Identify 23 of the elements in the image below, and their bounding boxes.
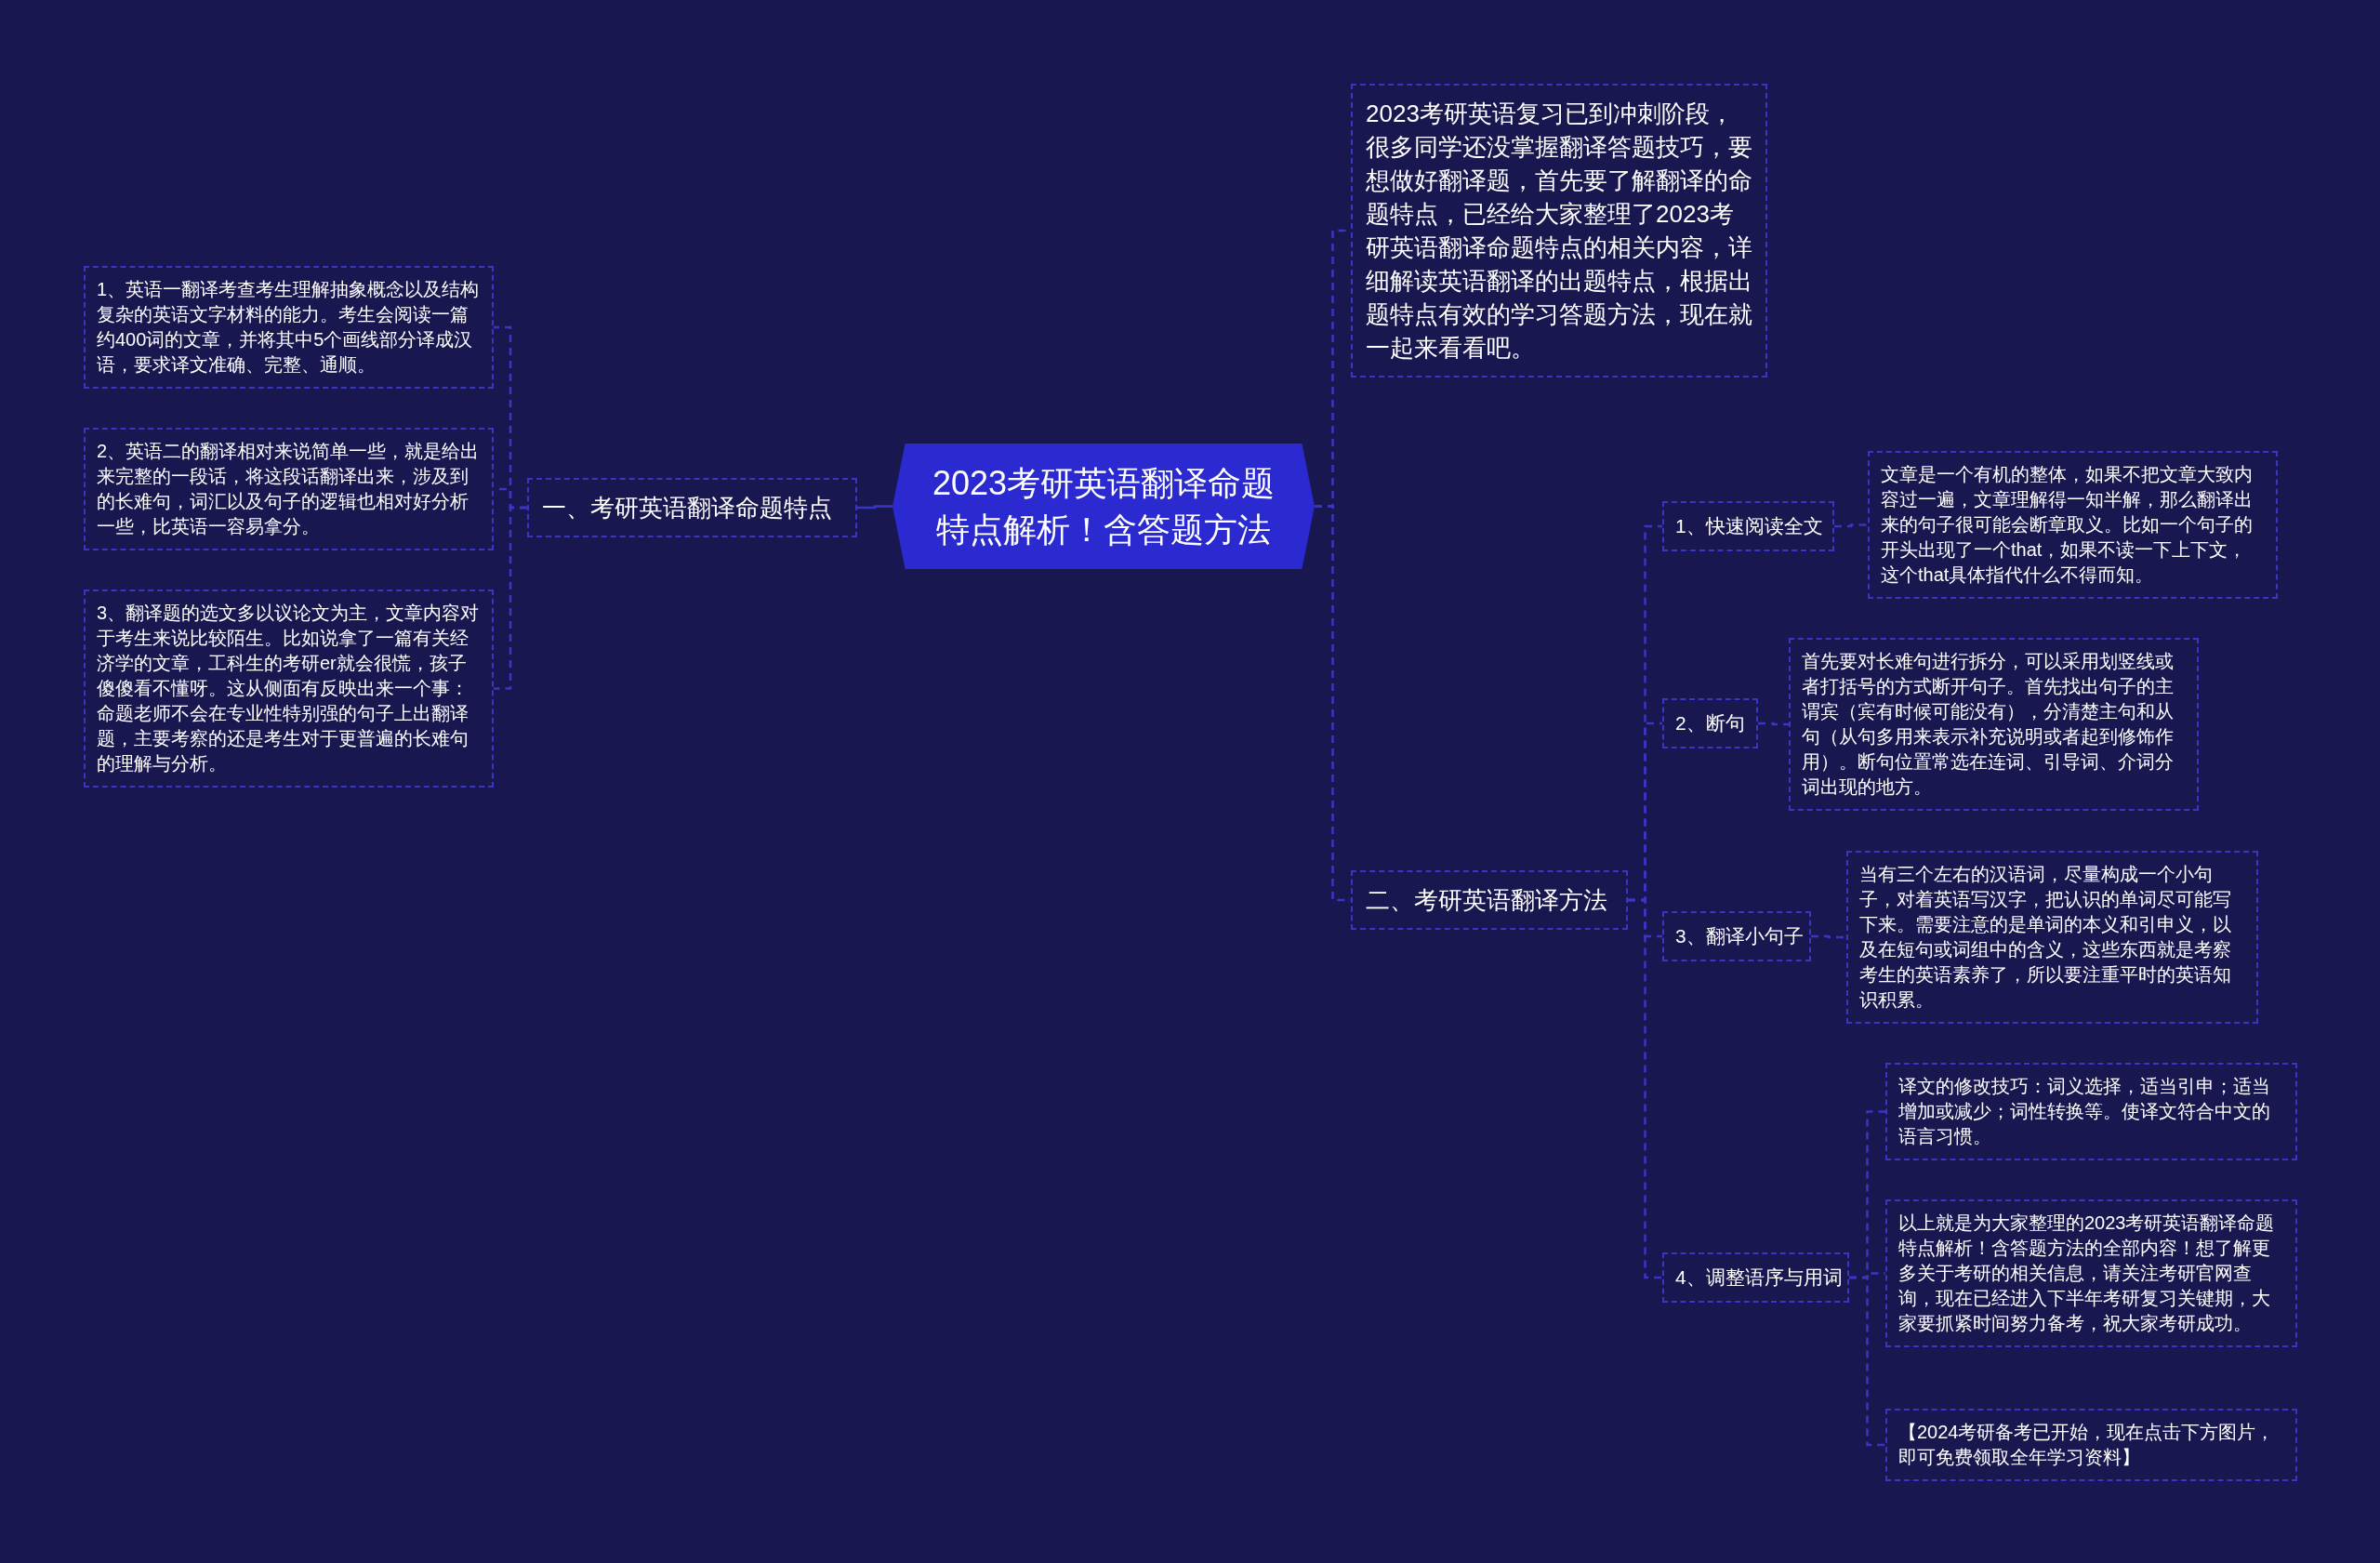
topic-box: 2、断句 xyxy=(1662,698,1758,748)
note-box: 【2024考研备考已开始，现在点击下方图片，即可免费领取全年学习资料】 xyxy=(1885,1409,2297,1481)
note-box: 文章是一个有机的整体，如果不把文章大致内容过一遍，文章理解得一知半解，那么翻译出来的句子很可能会断章取义。比如一个句子的开头出现了一个that，如果不读一下上下文，这个that具体指代什么不得而知。 xyxy=(1868,451,2278,599)
connector-line xyxy=(1811,934,1846,939)
connector-line xyxy=(494,506,527,690)
note-box: 以上就是为大家整理的2023考研英语翻译命题特点解析！含答题方法的全部内容！想了解更多关于考研的相关信息，请关注考研官网查询，现在已经进入下半年考研复习关键期，大家要抓紧时间努力备考，祝大家考研成功。 xyxy=(1885,1199,2297,1347)
topic-box: 3、翻译小句子 xyxy=(1662,911,1811,961)
topic-box: 1、快速阅读全文 xyxy=(1662,501,1834,551)
note-box: 3、翻译题的选文多以议论文为主，文章内容对于考生来说比较陌生。比如说拿了一篇有关经济学的文章，工科生的考研er就会很慌，孩子傻傻看不懂呀。这从侧面有反映出来一个事：命题老师不会在专业性特别强的句子上出翻译题，主要考察的还是考生对于更普遍的长难句的理解与分析。 xyxy=(84,589,494,788)
branch-box: 一、考研英语翻译命题特点 xyxy=(527,478,857,537)
note-box: 1、英语一翻译考查考生理解抽象概念以及结构复杂的英语文字材料的能力。考生会阅读一篇约400词的文章，并将其中5个画线部分译成汉语，要求译文准确、完整、通顺。 xyxy=(84,266,494,389)
connector-line xyxy=(857,505,892,510)
connector-line xyxy=(1628,898,1662,1279)
note-box: 当有三个左右的汉语词，尽量构成一个小句子，对着英语写汉字，把认识的单词尽可能写下来。需要注意的是单词的本义和引申义，以及在短句或词组中的含义，这些东西就是考察考生的英语素养了，所以要注重平时的英语知识积累。 xyxy=(1846,851,2258,1024)
intro-text-box: 2023考研英语复习已到冲刺阶段，很多同学还没掌握翻译答题技巧，要想做好翻译题，首先要了解翻译的命题特点，已经给大家整理了2023考研英语翻译命题特点的相关内容，详细解读英语翻译的出题特点，根据出题特点有效的学习答题方法，现在就一起来看看吧。 xyxy=(1351,84,1767,378)
branch-box: 二、考研英语翻译方法 xyxy=(1351,870,1628,930)
connector-line xyxy=(1834,523,1868,528)
topic-box: 4、调整语序与用词 xyxy=(1662,1252,1849,1303)
note-box: 2、英语二的翻译相对来说简单一些，就是给出来完整的一段话，将这段话翻译出来，涉及到的长难句，词汇以及句子的逻辑也相对好分析一些，比英语一容易拿分。 xyxy=(84,428,494,550)
connector-line xyxy=(1849,1276,1885,1447)
note-box: 首先要对长难句进行拆分，可以采用划竖线或者打括号的方式断开句子。首先找出句子的主谓宾（宾有时候可能没有），分清楚主句和从句（从句多用来表示补充说明或者起到修饰作用）。断句位置常选在连词、引导词、介词分词出现的地方。 xyxy=(1789,638,2199,811)
note-box: 译文的修改技巧：词义选择，适当引申；适当增加或减少；词性转换等。使译文符合中文的语言习惯。 xyxy=(1885,1063,2297,1160)
connector-line xyxy=(1758,722,1789,726)
